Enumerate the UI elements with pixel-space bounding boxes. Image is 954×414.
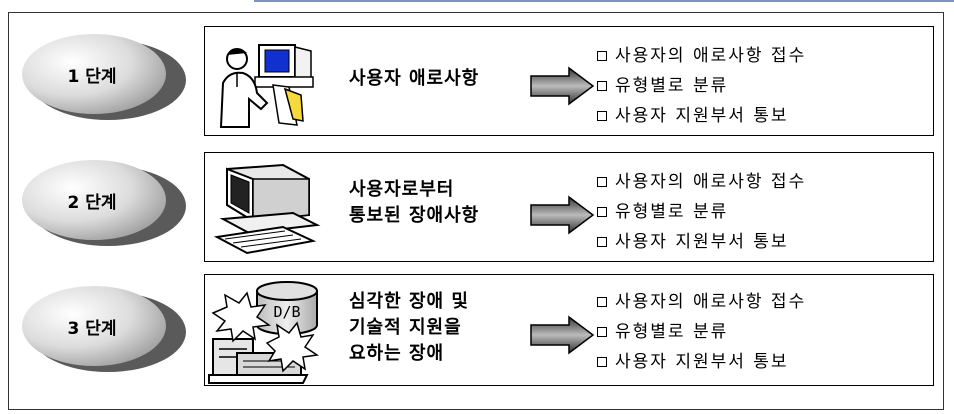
- stage-3-panel: D/B 심각한 장애 및 기술적 지원을 요하는 장애 사용자의 애로사항 접수…: [204, 274, 934, 386]
- checkbox-icon: [597, 177, 607, 187]
- stage-3-checklist: 사용자의 애로사항 접수 유형별로 분류 사용자 지원부서 통보: [597, 287, 806, 377]
- stage-2-panel: 사용자로부터 통보된 장애사항 사용자의 애로사항 접수 유형별로 분류 사용자…: [204, 152, 934, 262]
- stage-1-arrow-icon: [530, 66, 595, 106]
- stage-3-item-1: 사용자의 애로사항 접수: [597, 287, 806, 317]
- stage-2-item-3: 사용자 지원부서 통보: [597, 227, 806, 257]
- stage-1-item-1: 사용자의 애로사항 접수: [597, 41, 806, 71]
- top-rule: [254, 0, 954, 2]
- stage-3-oval: [22, 286, 186, 372]
- stage-3-badge: 3 단계: [22, 282, 190, 374]
- db-label: D/B: [273, 303, 300, 321]
- stage-2-label: 2 단계: [67, 193, 117, 213]
- stage-2-oval: [22, 160, 186, 246]
- stage-3-title: 심각한 장애 및 기술적 지원을 요하는 장애: [349, 291, 469, 364]
- stage-2-badge: 2 단계: [22, 156, 190, 248]
- stage-1-item-3: 사용자 지원부서 통보: [597, 101, 806, 131]
- checkbox-icon: [597, 237, 607, 247]
- stage-1-panel: 사용자 애로사항 사용자의 애로사항 접수 유형별로 분류 사용자 지원부서 통…: [204, 26, 934, 136]
- stage-2-title: 사용자로부터 통보된 장애사항: [349, 179, 480, 226]
- stage-1-title: 사용자 애로사항: [349, 68, 480, 89]
- database-failure-icon: D/B: [208, 281, 320, 384]
- stage-2-checklist: 사용자의 애로사항 접수 유형별로 분류 사용자 지원부서 통보: [597, 167, 806, 257]
- stage-1-checklist: 사용자의 애로사항 접수 유형별로 분류 사용자 지원부서 통보: [597, 41, 806, 131]
- stage-2-arrow-icon: [530, 195, 595, 235]
- stage-1-oval: [22, 34, 186, 120]
- checkbox-icon: [597, 81, 607, 91]
- person-at-computer-icon: [219, 44, 314, 128]
- stage-1-badge: 1 단계: [22, 30, 190, 122]
- stage-3-item-3: 사용자 지원부서 통보: [597, 347, 806, 377]
- checkbox-icon: [597, 357, 607, 367]
- stage-3-arrow-icon: [530, 315, 595, 355]
- checkbox-icon: [597, 111, 607, 121]
- stage-3-item-2: 유형별로 분류: [597, 317, 806, 347]
- checkbox-icon: [597, 327, 607, 337]
- checkbox-icon: [597, 297, 607, 307]
- checkbox-icon: [597, 51, 607, 61]
- stage-1-item-2: 유형별로 분류: [597, 71, 806, 101]
- stage-2-item-1: 사용자의 애로사항 접수: [597, 167, 806, 197]
- checkbox-icon: [597, 207, 607, 217]
- stage-1-label: 1 단계: [67, 67, 117, 87]
- stage-2-item-2: 유형별로 분류: [597, 197, 806, 227]
- desktop-computer-icon: [213, 163, 321, 255]
- stage-3-label: 3 단계: [67, 319, 117, 339]
